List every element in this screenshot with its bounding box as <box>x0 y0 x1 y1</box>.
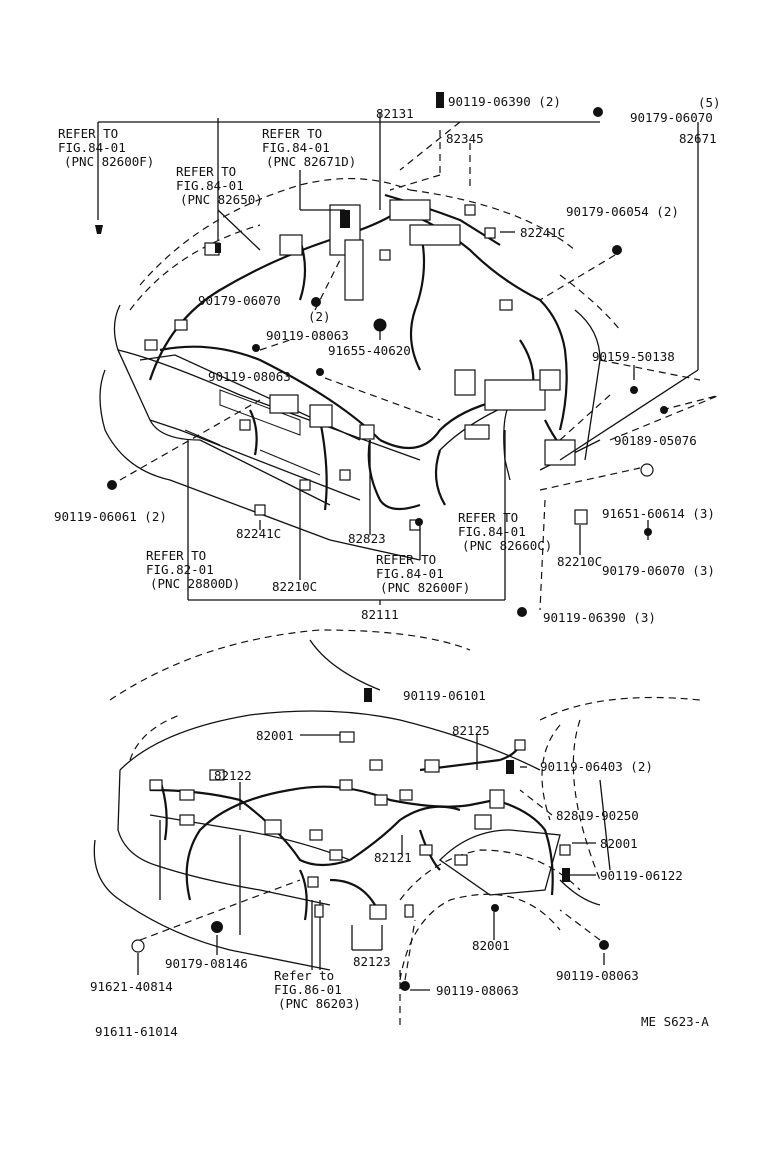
part-label: 90179-06070 <box>630 110 713 125</box>
reference-note: FIG.84-01 <box>58 140 126 155</box>
part-label: 90179-08146 <box>165 956 248 971</box>
reference-note: (PNC 82600F) <box>64 154 154 169</box>
reference-note: REFER TO <box>458 510 518 525</box>
top-fasteners <box>95 92 668 617</box>
reference-note: FIG.84-01 <box>262 140 330 155</box>
reference-note: Refer to <box>274 968 334 983</box>
part-label: 82819-90250 <box>556 808 639 823</box>
part-label: 82345 <box>446 131 484 146</box>
bottom-fasteners <box>131 688 609 991</box>
part-label: 90159-50138 <box>592 349 675 364</box>
part-label: 82001 <box>256 728 294 743</box>
part-label: 82125 <box>452 723 490 738</box>
reference-note: (PNC 86203) <box>278 996 361 1011</box>
part-label: 90119-06061 (2) <box>54 509 167 524</box>
reference-note: REFER TO <box>58 126 118 141</box>
bottom-connectors <box>149 731 571 920</box>
reference-note: REFER TO <box>176 164 236 179</box>
part-label: 82823 <box>348 531 386 546</box>
diagram-code: ME S623-A <box>641 1014 709 1029</box>
part-label: 90119-06122 <box>600 868 683 883</box>
part-label: 90119-06101 <box>403 688 486 703</box>
reference-note: REFER TO <box>146 548 206 563</box>
top-connectors <box>144 199 588 531</box>
part-label: 90119-06390 (2) <box>448 94 561 109</box>
part-label: 82123 <box>353 954 391 969</box>
bottom-leader-lines <box>137 734 605 991</box>
reference-note: FIG.84-01 <box>376 566 444 581</box>
part-label: (5) <box>698 95 721 110</box>
part-label: 82210C <box>557 554 602 569</box>
part-label: 91655-40620 <box>328 343 411 358</box>
part-label: 82671 <box>679 131 717 146</box>
reference-note: FIG.86-01 <box>274 982 342 997</box>
part-label: 90119-06403 (2) <box>540 759 653 774</box>
part-label: 90119-08063 <box>556 968 639 983</box>
part-label: 82001 <box>472 938 510 953</box>
part-label: 90119-08063 <box>266 328 349 343</box>
reference-note: (PNC 82650) <box>180 192 263 207</box>
reference-note: (PNC 28800D) <box>150 576 240 591</box>
part-label: 82001 <box>600 836 638 851</box>
part-label: 91651-60614 (3) <box>602 506 715 521</box>
part-label: 82122 <box>214 768 252 783</box>
part-label: 90119-06390 (3) <box>543 610 656 625</box>
bottom-wiring-harness <box>149 744 554 921</box>
part-label: 91611-61014 <box>95 1024 178 1039</box>
top-leader-lines <box>97 112 721 611</box>
part-label: 90179-06054 (2) <box>566 204 679 219</box>
reference-note: FIG.84-01 <box>176 178 244 193</box>
callout-labels: 90119-06390 (2) (5) 90179-06070 82131 82… <box>54 94 721 1039</box>
reference-note: FIG.84-01 <box>458 524 526 539</box>
part-label: 90119-08063 <box>208 369 291 384</box>
part-label: 90189-05076 <box>614 433 697 448</box>
part-label: 82111 <box>361 607 399 622</box>
part-label: 82241C <box>236 526 281 541</box>
part-label: 82121 <box>374 850 412 865</box>
reference-note: REFER TO <box>262 126 322 141</box>
part-label: 90119-08063 <box>436 983 519 998</box>
reference-note: (PNC 82671D) <box>266 154 356 169</box>
reference-note: (PNC 82600F) <box>380 580 470 595</box>
reference-note: REFER TO <box>376 552 436 567</box>
bottom-front-body <box>93 629 701 1030</box>
part-label: 90179-06070 <box>198 293 281 308</box>
reference-note: FIG.82-01 <box>146 562 214 577</box>
part-label: 91621-40814 <box>90 979 173 994</box>
part-label: 82241C <box>520 225 565 240</box>
reference-note: (PNC 82660C) <box>462 538 552 553</box>
part-label: 82131 <box>376 106 414 121</box>
part-label: 90179-06070 (3) <box>602 563 715 578</box>
part-label: (2) <box>308 309 331 324</box>
part-label: 82210C <box>272 579 317 594</box>
